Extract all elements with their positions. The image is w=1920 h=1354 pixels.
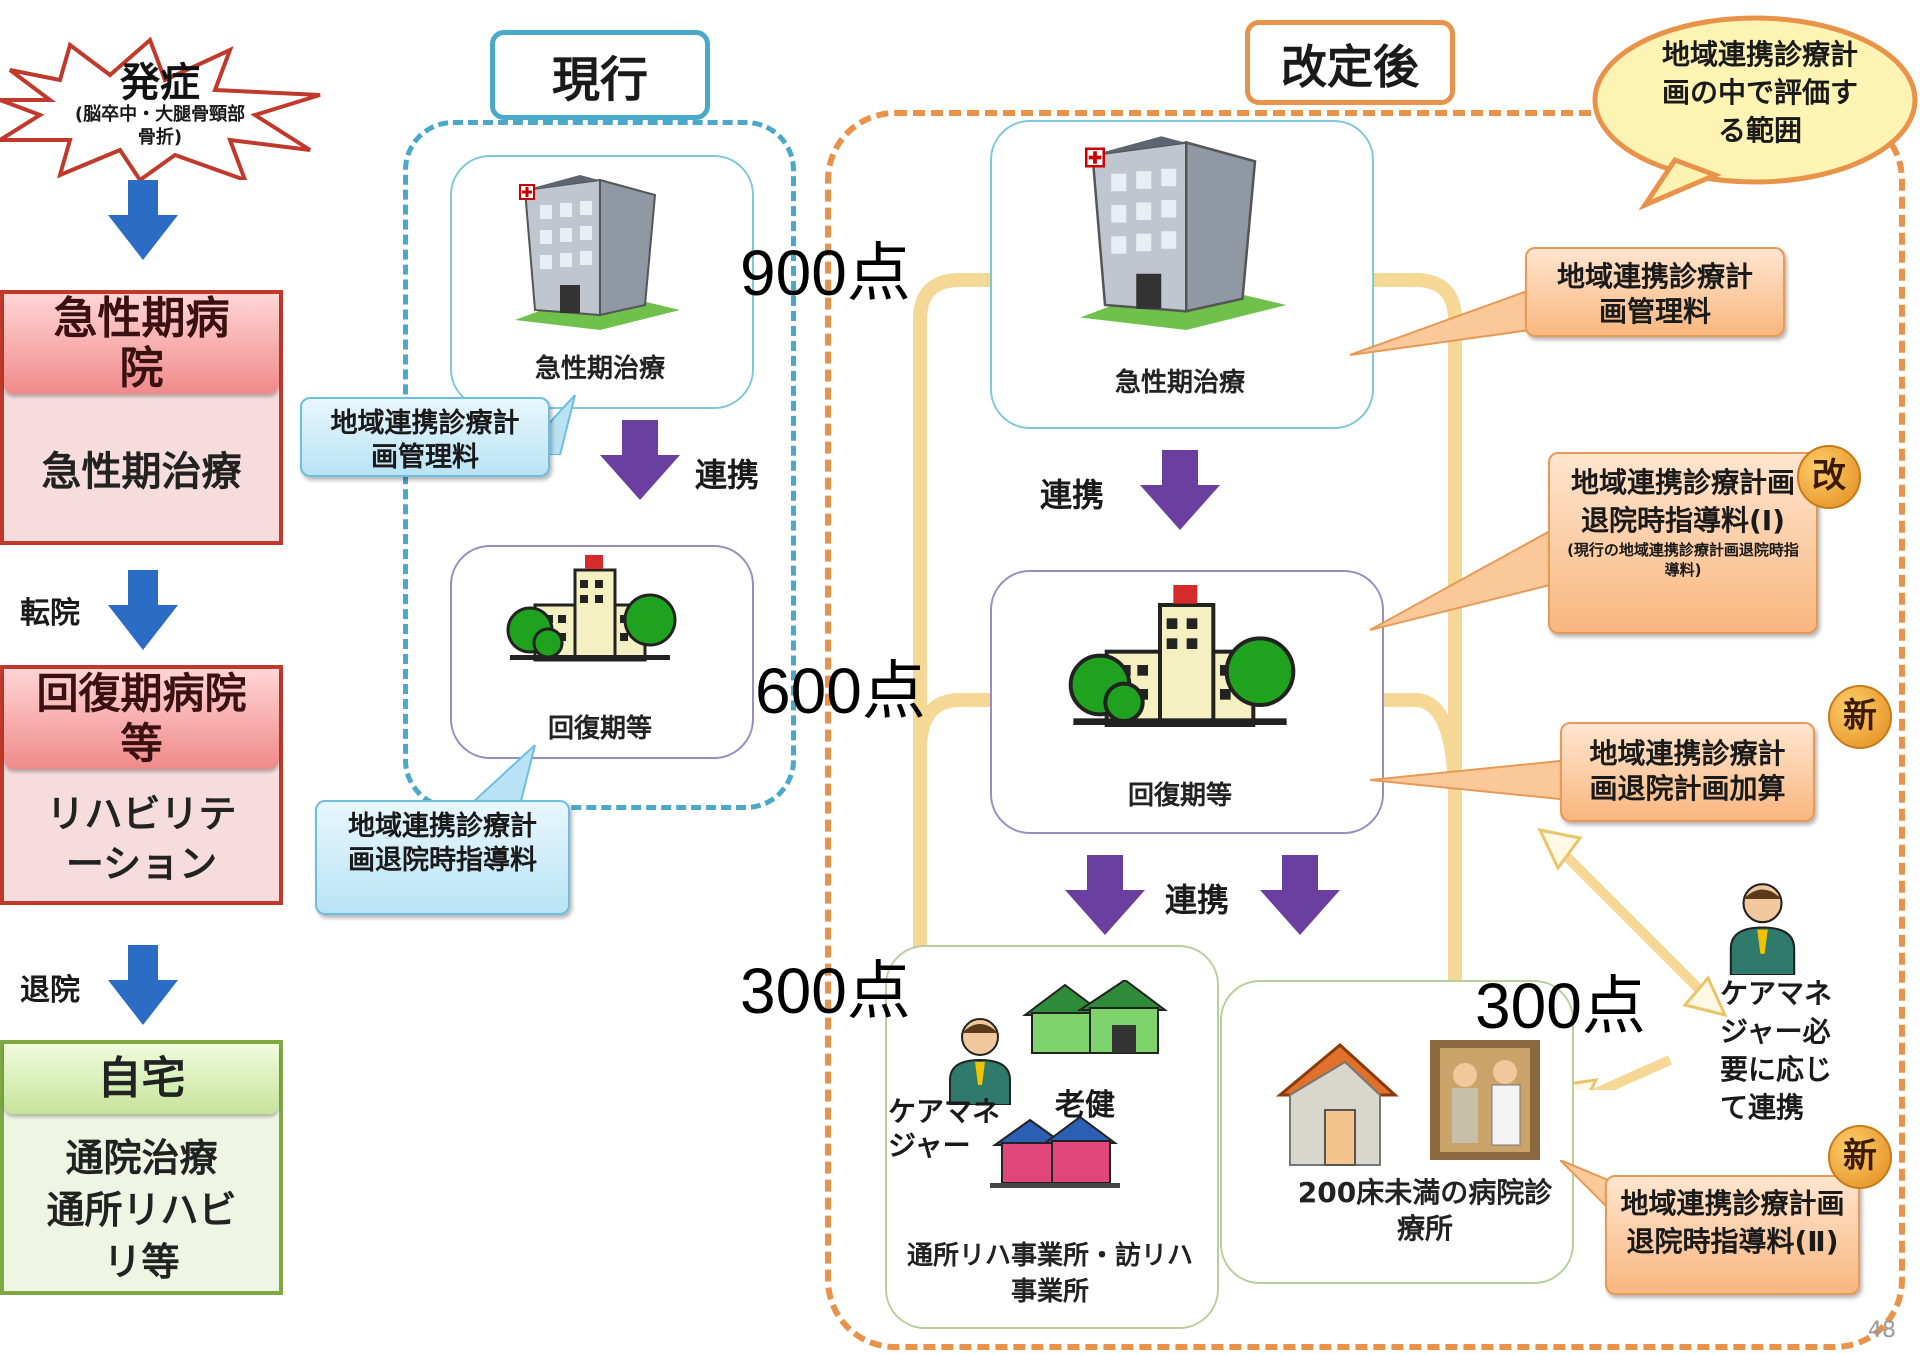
down-arrow-icon [108,945,178,1025]
home-body: 通院治療 通所リハビリ等 [46,1136,237,1284]
scope-bubble-text: 地域連携診療計画の中で評価する範囲 [1661,38,1858,147]
purple-down-arrow-icon [1140,450,1220,530]
revised-discharge1-sub: (現行の地域連携診療計画退院時指導料) [1567,541,1799,579]
onset-title: 発症 [120,60,200,106]
care-manager-label: ケアマネジャー [888,1095,1001,1162]
points-300-right: 300点 [1475,970,1646,1042]
care-manager-person-icon [949,1018,1011,1105]
transfer-label: 転院 [20,596,80,631]
current-recovery-label: 回復期等 [547,714,652,744]
revised-plan-add-callout: 地域連携診療計画退院計画加算 [1560,722,1815,822]
house-icon-pink [990,1115,1120,1188]
current-discharge-callout: 地域連携診療計画退院時指導料 [315,800,570,915]
down-arrow-icon [108,570,178,650]
recovery-hospital-body: リハビリテーション [46,792,237,886]
current-mgmt-callout: 地域連携診療計画管理料 [300,397,550,477]
home-house-icon [1275,1043,1399,1166]
revised-frame [825,110,1905,1350]
acute-hospital-card: 急性期病院 急性期治療 [0,290,283,545]
purple-down-arrow-icon [600,420,680,500]
new-badge-1: 新 [1828,685,1892,749]
recovery-hospital-icon [506,555,677,662]
callout-tail [1350,290,1530,356]
points-600: 600点 [755,655,926,727]
purple-down-arrow-icon [1065,855,1145,935]
current-title: 現行 [490,30,710,120]
revised-acute-label: 急性期治療 [1114,368,1245,398]
home-card: 自宅 通院治療 通所リハビリ等 [0,1040,283,1295]
revised-discharge1-callout: 地域連携診療計画退院時指導料(Ⅰ) (現行の地域連携診療計画退院時指導料) [1548,452,1818,634]
roken-label: 老健 [1055,1088,1115,1123]
hospital-building-icon [515,175,680,330]
points-300-left: 300点 [740,955,911,1027]
points-900: 900点 [740,237,911,309]
purple-down-arrow-icon [1260,855,1340,935]
clinic-label: 200床未満の病院診療所 [1297,1176,1553,1245]
revised-discharge2-callout: 地域連携診療計画退院時指導料(Ⅱ) [1605,1175,1860,1295]
recovery-hospital-card: 回復期病院等 リハビリテーション [0,665,283,905]
new-badge-2: 新 [1828,1125,1892,1189]
current-acute-label: 急性期治療 [534,354,665,384]
recovery-hospital-title: 回復期病院等 [4,669,279,769]
house-icon-green [1022,980,1168,1054]
revised-renkei-label-2: 連携 [1165,881,1230,919]
acute-hospital-title: 急性期病院 [4,294,279,394]
revised-badge: 改 [1797,445,1861,509]
recovery-hospital-icon [1068,585,1296,727]
page-number: 48 [1868,1318,1896,1343]
acute-hospital-body: 急性期治療 [41,449,242,495]
hospital-building-icon [1080,136,1287,330]
care-manager-right-label: ケアマネジャー必要に応じて連携 [1720,977,1833,1124]
onset-subtitle: (脳卒中・大腿骨頸部骨折) [74,104,246,149]
revised-title: 改定後 [1245,20,1455,105]
down-arrow-icon [108,180,178,260]
revised-mgmt-callout: 地域連携診療計画管理料 [1525,247,1785,337]
home-title: 自宅 [4,1044,279,1114]
revised-recovery-label: 回復期等 [1127,781,1232,811]
current-renkei-label: 連携 [695,456,760,494]
doctor-visit-icon [1430,1040,1540,1160]
discharge-label: 退院 [20,973,80,1008]
callout-tail [468,745,537,805]
callout-tail [1370,520,1570,631]
rehab-facility-label: 通所リハ事業所・訪リハ事業所 [906,1241,1193,1307]
onset-burst [0,36,321,180]
revised-renkei-label-1: 連携 [1040,476,1105,514]
scope-bubble-shape [1592,15,1918,210]
callout-tail [1370,760,1570,802]
revised-discharge1-main: 地域連携診療計画退院時指導料(Ⅰ) [1570,466,1795,537]
care-manager-right-icon [1729,883,1796,975]
